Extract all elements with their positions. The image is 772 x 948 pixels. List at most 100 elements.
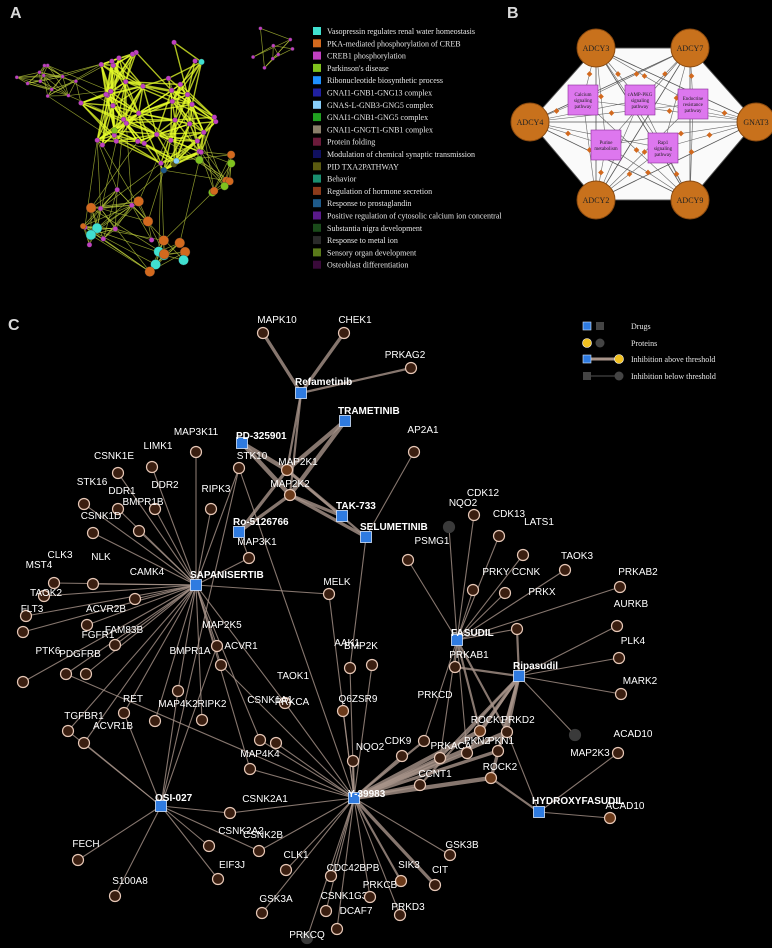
protein-node[interactable] (568, 728, 582, 742)
protein-node[interactable] (363, 890, 377, 904)
protein-node[interactable] (108, 889, 122, 903)
protein-node[interactable] (279, 863, 293, 877)
drug-node[interactable] (513, 670, 525, 682)
protein-node[interactable] (343, 661, 357, 675)
protein-node[interactable] (603, 811, 617, 825)
protein-node[interactable] (473, 724, 487, 738)
protein-node[interactable] (253, 733, 267, 747)
protein-node[interactable] (393, 908, 407, 922)
protein-node[interactable] (269, 736, 283, 750)
protein-node[interactable] (214, 658, 228, 672)
protein-node[interactable] (16, 625, 30, 639)
protein-node[interactable] (243, 762, 257, 776)
protein-node[interactable] (417, 734, 431, 748)
protein-node[interactable] (117, 706, 131, 720)
protein-node[interactable] (132, 524, 146, 538)
protein-node[interactable] (111, 466, 125, 480)
protein-node[interactable] (111, 502, 125, 516)
protein-node[interactable] (202, 839, 216, 853)
protein-node[interactable] (448, 660, 462, 674)
protein-node[interactable] (256, 326, 270, 340)
protein-node[interactable] (610, 619, 624, 633)
protein-node[interactable] (491, 744, 505, 758)
protein-node[interactable] (442, 520, 456, 534)
protein-node[interactable] (613, 580, 627, 594)
protein-node[interactable] (211, 872, 225, 886)
protein-node[interactable] (433, 751, 447, 765)
protein-node[interactable] (148, 502, 162, 516)
protein-node[interactable] (466, 583, 480, 597)
protein-node[interactable] (346, 754, 360, 768)
protein-node[interactable] (484, 771, 498, 785)
protein-node[interactable] (336, 704, 350, 718)
protein-node[interactable] (394, 874, 408, 888)
drug-node[interactable] (339, 415, 351, 427)
protein-node[interactable] (498, 586, 512, 600)
protein-node[interactable] (283, 488, 297, 502)
drug-node[interactable] (533, 806, 545, 818)
protein-node[interactable] (300, 931, 314, 945)
protein-node[interactable] (59, 667, 73, 681)
protein-node[interactable] (148, 714, 162, 728)
drug-node[interactable] (190, 579, 202, 591)
protein-node[interactable] (611, 746, 625, 760)
protein-node[interactable] (252, 844, 266, 858)
drug-node[interactable] (233, 526, 245, 538)
protein-node[interactable] (510, 622, 524, 636)
protein-node[interactable] (428, 878, 442, 892)
drug-node[interactable] (348, 792, 360, 804)
protein-node[interactable] (401, 553, 415, 567)
protein-node[interactable] (77, 736, 91, 750)
protein-node[interactable] (500, 725, 514, 739)
protein-node[interactable] (330, 922, 344, 936)
protein-node[interactable] (337, 326, 351, 340)
protein-node[interactable] (612, 651, 626, 665)
protein-node[interactable] (80, 618, 94, 632)
protein-node[interactable] (61, 724, 75, 738)
protein-node[interactable] (324, 869, 338, 883)
protein-node[interactable] (365, 658, 379, 672)
protein-node[interactable] (19, 609, 33, 623)
protein-node[interactable] (407, 445, 421, 459)
protein-node[interactable] (86, 577, 100, 591)
protein-node[interactable] (232, 461, 246, 475)
drug-node[interactable] (451, 634, 463, 646)
protein-node[interactable] (413, 778, 427, 792)
protein-node[interactable] (395, 749, 409, 763)
drug-node[interactable] (360, 531, 372, 543)
protein-node[interactable] (47, 576, 61, 590)
protein-node[interactable] (108, 638, 122, 652)
protein-node[interactable] (404, 361, 418, 375)
protein-node[interactable] (204, 502, 218, 516)
protein-node[interactable] (37, 589, 51, 603)
drug-node[interactable] (236, 437, 248, 449)
protein-node[interactable] (171, 684, 185, 698)
protein-node[interactable] (460, 746, 474, 760)
protein-node[interactable] (79, 667, 93, 681)
protein-node[interactable] (614, 687, 628, 701)
protein-node[interactable] (189, 445, 203, 459)
protein-node[interactable] (492, 529, 506, 543)
protein-node[interactable] (77, 497, 91, 511)
protein-node[interactable] (145, 460, 159, 474)
protein-node[interactable] (128, 592, 142, 606)
protein-node[interactable] (443, 848, 457, 862)
protein-node[interactable] (280, 463, 294, 477)
protein-node[interactable] (16, 675, 30, 689)
protein-node[interactable] (71, 853, 85, 867)
drug-node[interactable] (295, 387, 307, 399)
protein-node[interactable] (255, 906, 269, 920)
protein-node[interactable] (516, 548, 530, 562)
protein-node[interactable] (223, 806, 237, 820)
protein-node[interactable] (558, 563, 572, 577)
protein-node[interactable] (210, 639, 224, 653)
protein-node[interactable] (322, 587, 336, 601)
protein-node[interactable] (195, 713, 209, 727)
protein-node[interactable] (86, 526, 100, 540)
drug-node[interactable] (336, 510, 348, 522)
protein-node[interactable] (467, 508, 481, 522)
protein-node[interactable] (278, 696, 292, 710)
drug-node[interactable] (155, 800, 167, 812)
protein-node[interactable] (242, 551, 256, 565)
protein-node[interactable] (319, 904, 333, 918)
